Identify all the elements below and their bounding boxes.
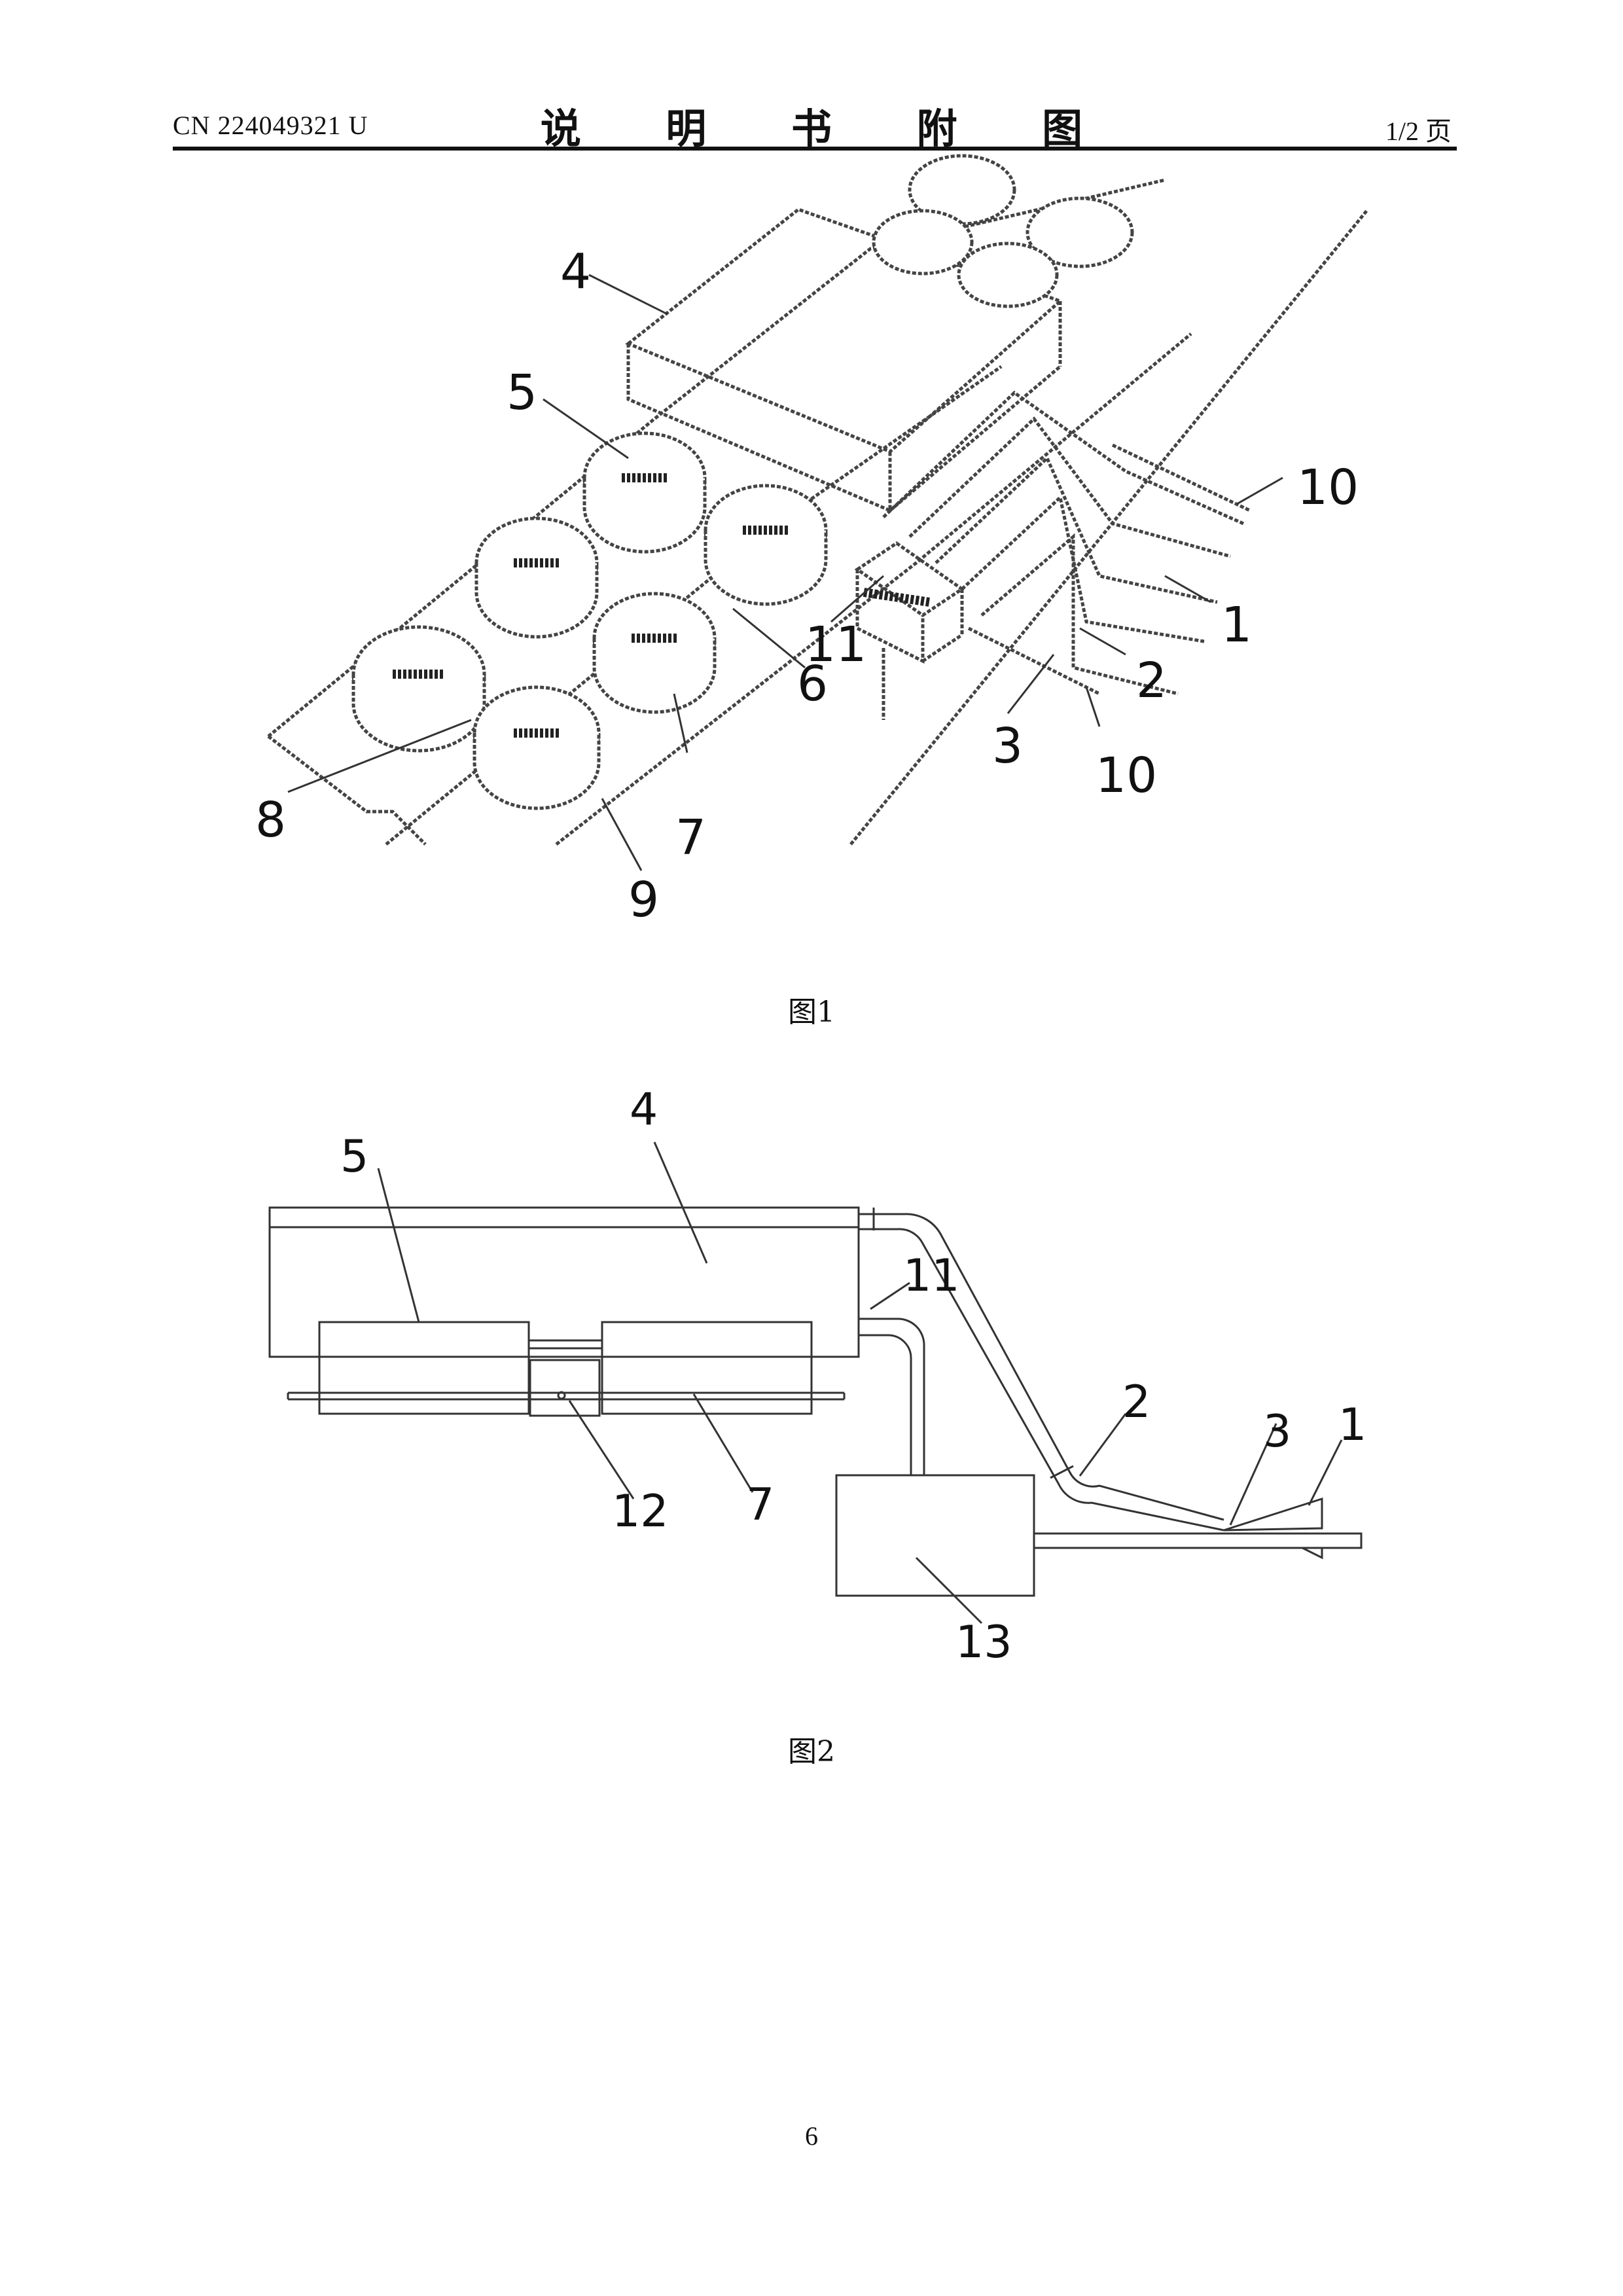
outlet-rail xyxy=(1034,1534,1361,1548)
page-number: 6 xyxy=(0,2121,1623,2151)
fig2-label: 13 xyxy=(955,1617,1012,1668)
fig2-label: 11 xyxy=(903,1250,960,1302)
fig2-label: 2 xyxy=(1122,1376,1150,1428)
fig2-label: 12 xyxy=(612,1486,669,1537)
fig2-label: 1 xyxy=(1338,1399,1366,1451)
box-4 xyxy=(270,1208,859,1357)
fig2-label: 3 xyxy=(1263,1406,1291,1458)
figure-2-drawing: 5 4 11 12 7 13 2 3 1 xyxy=(0,0,1623,1702)
figure-2-caption: 图2 xyxy=(0,1728,1623,1770)
fig2-label: 4 xyxy=(630,1084,658,1136)
fig2-label: 5 xyxy=(340,1131,368,1183)
unit-12 xyxy=(530,1360,599,1416)
funnel-1 xyxy=(1224,1499,1322,1530)
fig2-label: 7 xyxy=(746,1479,774,1531)
